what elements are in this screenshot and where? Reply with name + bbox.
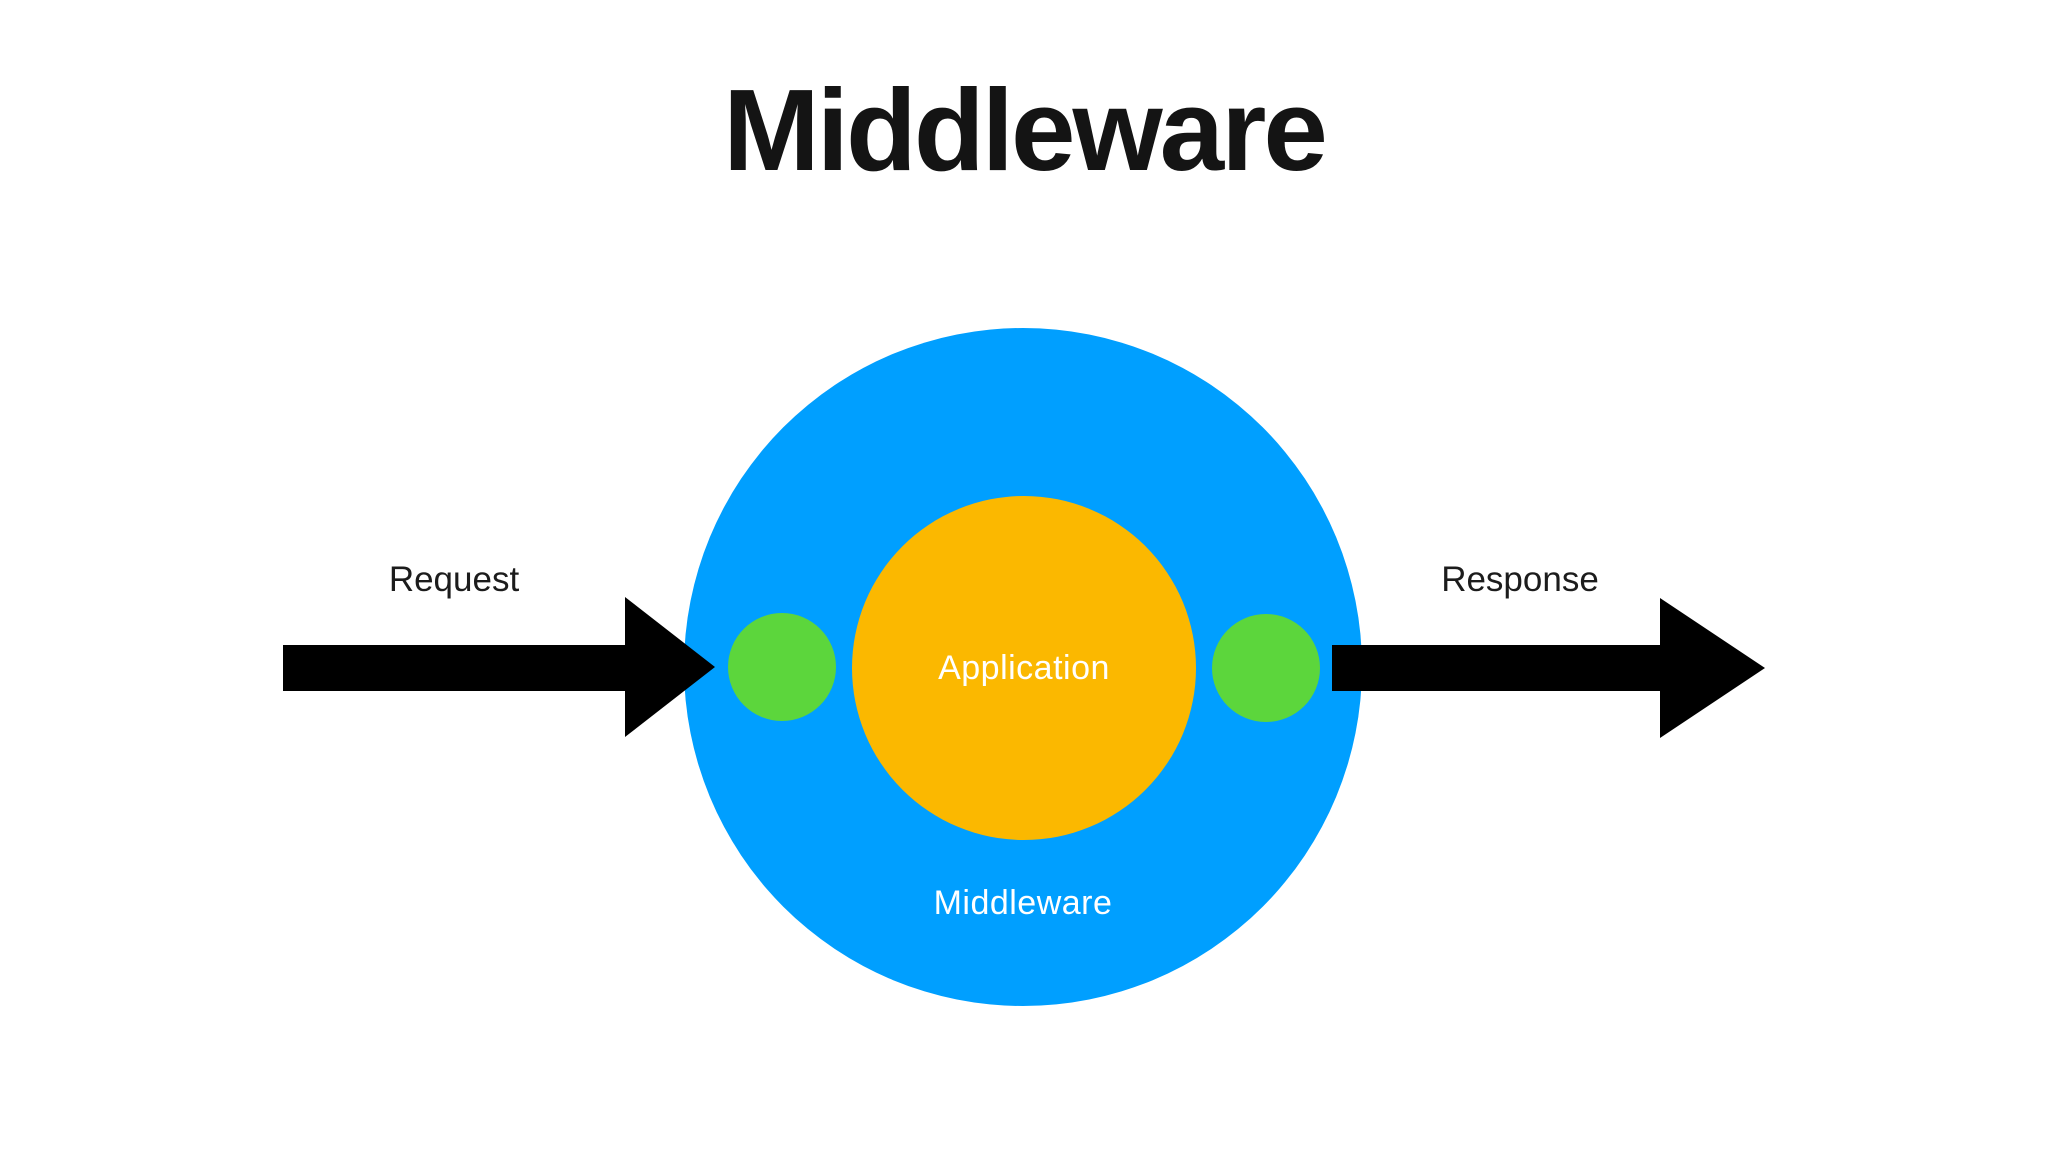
response-arrow-shaft — [1332, 645, 1660, 691]
application-circle-label: Application — [938, 648, 1110, 687]
request-arrow-head-icon — [625, 597, 715, 737]
page-title: Middleware — [723, 65, 1328, 195]
request-arrow-label: Request — [388, 560, 520, 599]
application-circle: Application — [852, 496, 1196, 840]
middleware-circle-label: Middleware — [933, 884, 1113, 922]
response-arrow-label: Response — [1441, 560, 1599, 599]
response-arrow-head-icon — [1660, 598, 1765, 738]
middleware-node-left — [728, 613, 836, 721]
request-arrow-shaft — [283, 645, 625, 691]
middleware-node-right — [1212, 614, 1320, 722]
